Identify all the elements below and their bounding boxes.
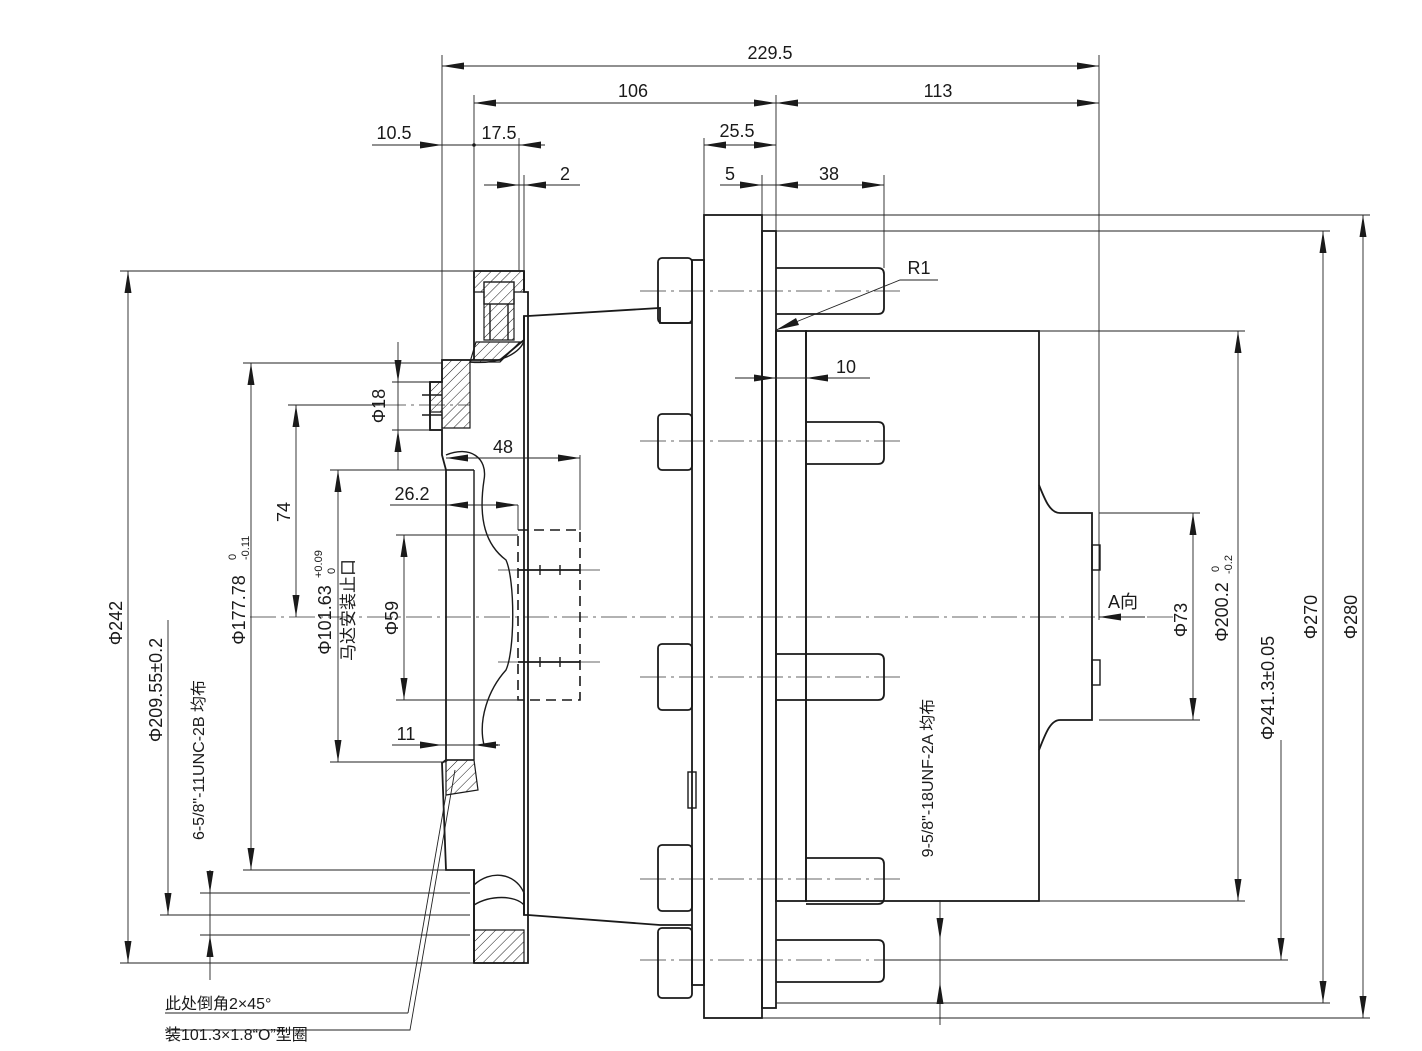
dim-74: 74 [274, 502, 294, 522]
dim-dia-73: Φ73 [1171, 603, 1191, 637]
note-chamfer: 此处倒角2×45° [165, 995, 271, 1013]
motor-pilot-label: 马达安装止口 [339, 559, 358, 661]
dim-dia-177-78-tol-lower: -0.11 [240, 536, 252, 560]
dim-front-length: 106 [618, 81, 648, 101]
dim-dia-101-63-tol-upper: +0.09 [313, 550, 325, 578]
dim-rear-length: 113 [924, 81, 953, 101]
dim-bore-depth: 48 [493, 437, 513, 457]
dim-pilot-depth: 17.5 [481, 123, 516, 143]
thread-front-label: 6-5/8"-11UNC-2B 均布 [190, 680, 208, 840]
dim-dia-18: Φ18 [369, 389, 389, 423]
dim-overall-length: 229.5 [747, 43, 792, 63]
dim-recess-depth: 26.2 [394, 484, 429, 504]
dim-pilot-step: 2 [560, 164, 570, 184]
adapter-flange [422, 270, 529, 964]
dim-dia-270: Φ270 [1301, 595, 1321, 639]
dim-dia-280: Φ280 [1341, 595, 1361, 639]
dim-dia-177-78-tol-upper: 0 [227, 554, 239, 560]
dim-dia-59: Φ59 [382, 601, 402, 635]
dim-dia-200-2-tol-lower: -0.2 [1223, 555, 1235, 574]
hidden-bore [517, 529, 581, 701]
dim-dia-241-3: Φ241.3±0.05 [1258, 636, 1278, 740]
dim-stud-length: 38 [819, 164, 839, 184]
dim-fillet-radius: R1 [907, 258, 930, 278]
dim-mount-flange-thickness: 25.5 [719, 121, 754, 141]
dim-dia-101-63-tol-lower: 0 [326, 568, 338, 574]
dim-flange-offset: 10.5 [376, 123, 411, 143]
dim-stud-step: 5 [725, 164, 735, 184]
dim-spacer-width: 10 [836, 357, 856, 377]
dimension-text: 229.5 106 113 10.5 17.5 2 25.5 5 38 R1 1… [106, 43, 1361, 1044]
dim-dia-242: Φ242 [106, 601, 126, 645]
dim-dia-200-2-tol-upper: 0 [1210, 566, 1222, 572]
main-housing [527, 214, 1101, 1019]
dim-pilot-width: 11 [397, 724, 416, 744]
view-a-label: A向 [1108, 592, 1138, 612]
note-oring: 装101.3×1.8“O”型圈 [165, 1026, 308, 1044]
center-lines [250, 290, 1180, 961]
dim-dia-177-78: Φ177.78 [229, 575, 249, 644]
thread-rear-label: 9-5/8"-18UNF-2A 均布 [919, 699, 937, 858]
dimension-lines [120, 55, 1370, 1031]
dim-dia-101-63: Φ101.63 [315, 585, 335, 654]
studs [657, 257, 885, 999]
dim-dia-209-55: Φ209.55±0.2 [146, 638, 166, 742]
dim-dia-200-2: Φ200.2 [1212, 582, 1232, 641]
